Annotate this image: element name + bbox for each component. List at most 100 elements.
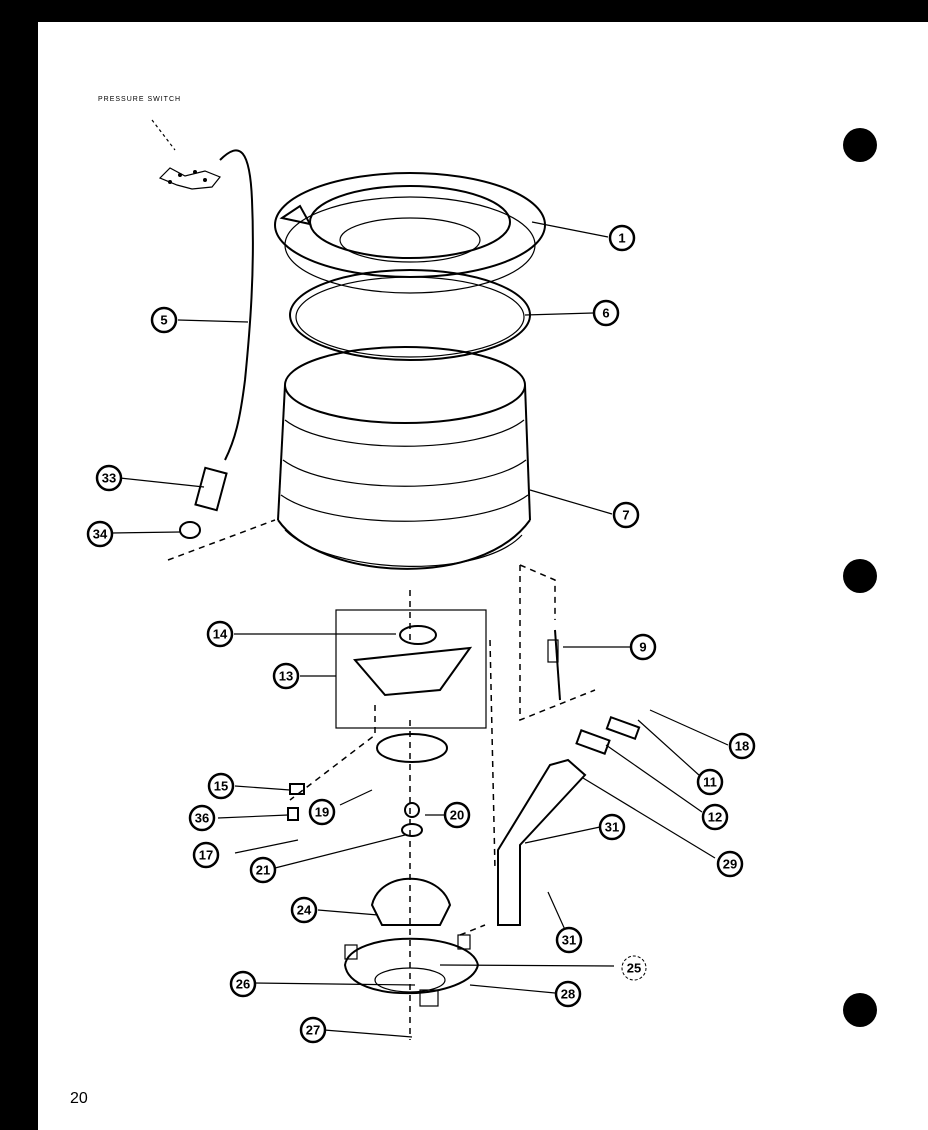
callout-12: 12 <box>701 803 729 831</box>
callout-label: 11 <box>703 775 717 790</box>
callout-circle <box>716 850 744 878</box>
callout-label: 1 <box>618 231 625 246</box>
callout-1: 1 <box>608 224 636 252</box>
callout-circle <box>207 772 235 800</box>
callout-label: 34 <box>93 527 108 542</box>
callout-circle <box>249 856 277 884</box>
callout-circle <box>86 520 114 548</box>
callout-circle <box>272 662 300 690</box>
spider-part <box>353 646 473 697</box>
callout-circle <box>592 299 620 327</box>
binder-hole-icon <box>843 128 877 162</box>
callout-label: 36 <box>195 811 209 826</box>
callout-circle <box>554 980 582 1008</box>
bracket-part <box>554 629 561 701</box>
pressure-switch-label: PRESSURE SWITCH <box>98 96 181 103</box>
tub-gasket-inner <box>295 276 525 358</box>
callout-31: 31 <box>555 926 583 954</box>
callout-label: 15 <box>214 779 228 794</box>
callout-label: 25 <box>627 961 641 976</box>
callout-label: 9 <box>639 640 646 655</box>
guide-line <box>289 705 376 801</box>
callout-21: 21 <box>249 856 277 884</box>
callout-14: 14 <box>206 620 234 648</box>
callout-25: 25 <box>621 955 647 981</box>
callout-circle <box>308 798 336 826</box>
callout-label: 14 <box>213 627 228 642</box>
leader-lines <box>111 221 729 1038</box>
callout-label: 19 <box>315 805 329 820</box>
callout-17: 17 <box>192 841 220 869</box>
bracket-clip-part <box>547 639 559 663</box>
callout-circle <box>290 896 318 924</box>
callout-label: 7 <box>622 508 629 523</box>
callout-label: 24 <box>297 903 312 918</box>
callout-label: 18 <box>735 739 749 754</box>
callout-label: 28 <box>561 987 575 1002</box>
callout-label: 31 <box>562 933 576 948</box>
callout-7: 7 <box>612 501 640 529</box>
base-plate-part <box>343 934 480 1007</box>
pulley-part <box>376 733 448 763</box>
callout-label: 33 <box>102 471 116 486</box>
guide-line <box>489 639 496 871</box>
guide-line <box>167 519 276 561</box>
callout-label: 17 <box>199 848 213 863</box>
callout-6: 6 <box>592 299 620 327</box>
callout-circle <box>696 768 724 796</box>
callout-label: 20 <box>450 808 464 823</box>
callout-circle <box>299 1016 327 1044</box>
callout-11: 11 <box>696 768 724 796</box>
binder-hole-icon <box>843 559 877 593</box>
callout-36: 36 <box>188 804 216 832</box>
hub-cover-part <box>370 877 452 926</box>
clip-part <box>289 783 305 795</box>
outer-tub-part <box>277 346 531 570</box>
callout-33: 33 <box>95 464 123 492</box>
callout-27: 27 <box>299 1016 327 1044</box>
callout-circle <box>621 955 647 981</box>
callout-29: 29 <box>716 850 744 878</box>
pressure-hose-part <box>219 149 254 461</box>
callout-label: 29 <box>723 857 737 872</box>
callout-circle <box>443 801 471 829</box>
callout-label: 26 <box>236 977 250 992</box>
callout-label: 27 <box>306 1023 320 1038</box>
diagram-sheet <box>38 22 928 1130</box>
callout-circle <box>150 306 178 334</box>
binder-hole-icon <box>843 993 877 1027</box>
hose-fitting-part <box>179 521 201 539</box>
fastener-part <box>287 807 299 821</box>
callout-13: 13 <box>272 662 300 690</box>
callout-9: 9 <box>629 633 657 661</box>
nut-part <box>401 823 423 837</box>
washer-part <box>404 802 420 818</box>
pressure-switch-icon <box>158 167 221 190</box>
callout-label: 31 <box>605 820 619 835</box>
callout-label: 5 <box>160 313 167 328</box>
spider-assembly-frame <box>335 609 487 729</box>
pad-part <box>575 729 611 755</box>
callout-24: 24 <box>290 896 318 924</box>
callout-circle <box>95 464 123 492</box>
callout-circle <box>206 620 234 648</box>
callout-31: 31 <box>598 813 626 841</box>
callout-20: 20 <box>443 801 471 829</box>
callout-circle <box>701 803 729 831</box>
page-number: 20 <box>70 1090 88 1107</box>
callout-circle <box>728 732 756 760</box>
support-leg-part <box>497 758 587 926</box>
guide-line <box>459 924 486 936</box>
callout-circle <box>555 926 583 954</box>
callout-label: 12 <box>708 810 722 825</box>
callout-28: 28 <box>554 980 582 1008</box>
callout-34: 34 <box>86 520 114 548</box>
callout-label: 21 <box>256 863 270 878</box>
callout-circle <box>229 970 257 998</box>
callout-circle <box>598 813 626 841</box>
guide-line <box>519 565 596 722</box>
pressure-switch-leader <box>151 119 176 151</box>
callout-18: 18 <box>728 732 756 760</box>
